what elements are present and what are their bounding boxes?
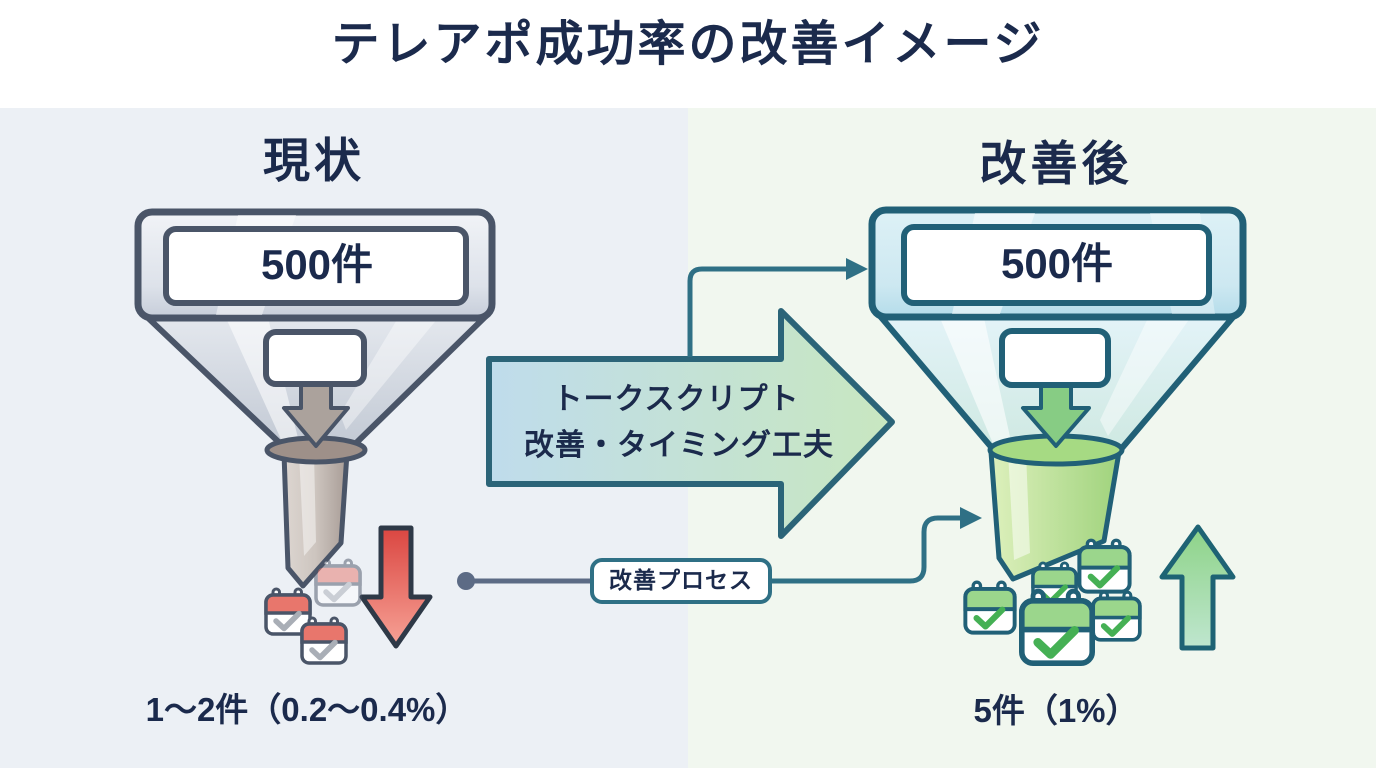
improvement-arrow — [486, 308, 895, 539]
current-result-value: 1〜2件（0.2〜0.4%） — [145, 691, 469, 728]
improved-result-value: 5件（1%） — [973, 692, 1139, 729]
current-state-heading: 現状 — [263, 134, 365, 187]
improvement-arrow-label-line1: トークスクリプト — [552, 383, 800, 416]
process-label-box — [590, 558, 772, 604]
process-label: 改善プロセス — [609, 567, 753, 593]
process-connector-line — [457, 507, 982, 604]
red-down-arrow-icon — [359, 525, 433, 649]
green-up-arrow-icon — [1159, 524, 1236, 651]
top-flow-connector-arrow — [687, 258, 868, 357]
improvement-arrow-label-line2: 改善・タイミング工夫 — [524, 429, 834, 462]
funnel-flow-down-arrow-icon — [282, 382, 350, 448]
improved-state-heading: 改善後 — [979, 137, 1133, 190]
left-funnel-input-value: 500件 — [260, 241, 374, 288]
calendar-check-icon — [965, 582, 1014, 632]
left-funnel-mid-box — [263, 329, 367, 387]
left-funnel-value-box — [163, 226, 469, 306]
calendar-check-icon — [1022, 591, 1092, 663]
right-funnel-input-value: 500件 — [1000, 240, 1114, 287]
calendar-check-icon — [1093, 592, 1140, 640]
right-funnel-value-box — [901, 224, 1212, 306]
calendar-check-icon — [302, 618, 346, 663]
page-title: テレアポ成功率の改善イメージ — [331, 18, 1045, 71]
calendar-check-icon — [316, 560, 360, 605]
right-funnel-mid-box — [999, 328, 1111, 388]
calendar-check-icon — [1079, 540, 1129, 591]
